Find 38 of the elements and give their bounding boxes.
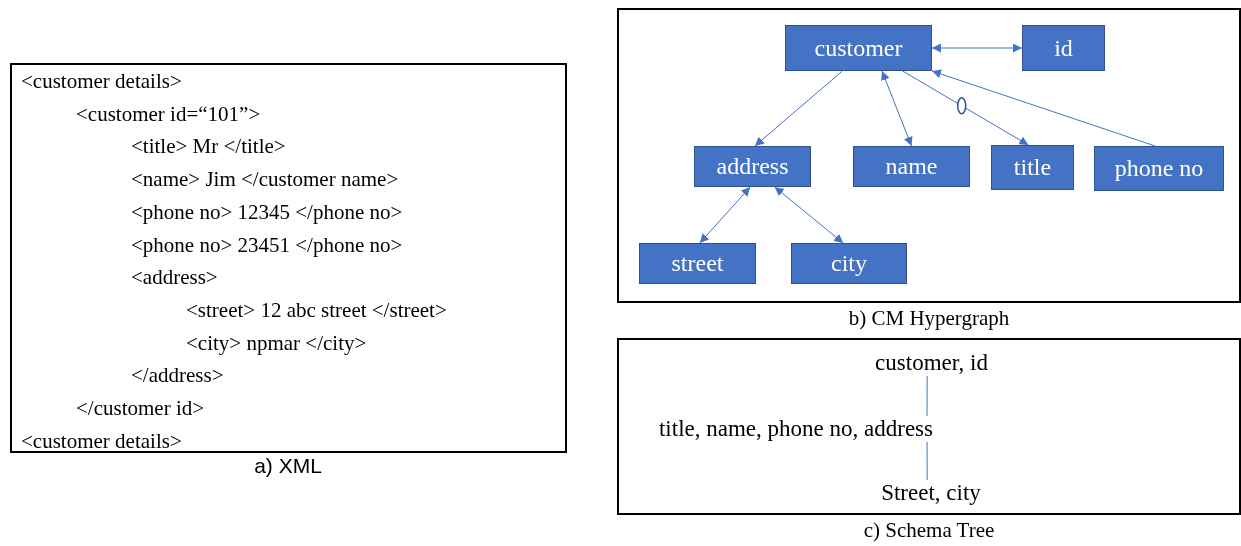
code-line: <phone no> 12345 </phone no> <box>131 198 403 225</box>
arrow <box>754 70 843 147</box>
entity-box: name <box>853 146 970 187</box>
entity-box: street <box>639 243 756 284</box>
arrow <box>774 186 844 244</box>
code-line: <name> Jim </customer name> <box>131 166 399 193</box>
code-line: <customer details> <box>21 68 182 94</box>
arrow <box>881 70 913 147</box>
arrow <box>931 43 1023 53</box>
arrow <box>699 186 751 244</box>
tree-level-label: customer, id <box>859 350 1004 376</box>
entity-box: customer <box>785 25 932 71</box>
entity-box: title <box>991 145 1074 190</box>
panel-caption: a) XML <box>254 454 322 478</box>
code-line: <street> 12 abc street </street> <box>186 296 447 323</box>
entity-box: address <box>694 146 811 187</box>
panel-caption: b) CM Hypergraph <box>848 306 1010 331</box>
panel-frame <box>617 8 1241 303</box>
connector-line <box>926 375 928 417</box>
panel-frame <box>617 338 1241 515</box>
code-line: <customer id=“101”> <box>76 100 261 127</box>
code-line: </customer id> <box>76 395 205 421</box>
code-line: <address> <box>131 264 218 291</box>
tree-level-label: title, name, phone no, address <box>628 416 964 442</box>
code-line: <city> npmar </city> <box>186 329 367 356</box>
entity-box: city <box>791 243 907 284</box>
tree-level-label: Street, city <box>867 480 995 506</box>
entity-box: id <box>1022 25 1105 71</box>
panel-caption: c) Schema Tree <box>863 518 995 543</box>
code-line: <title> Mr </title> <box>131 133 286 160</box>
entity-box: phone no <box>1094 146 1224 191</box>
code-line: <phone no> 23451 </phone no> <box>131 231 403 258</box>
code-line: </address> <box>131 362 224 389</box>
arrow <box>902 70 1029 146</box>
arrow <box>931 69 1156 147</box>
code-panel <box>10 63 567 453</box>
code-line: <customer details> <box>21 427 182 454</box>
connector-line <box>926 441 928 481</box>
